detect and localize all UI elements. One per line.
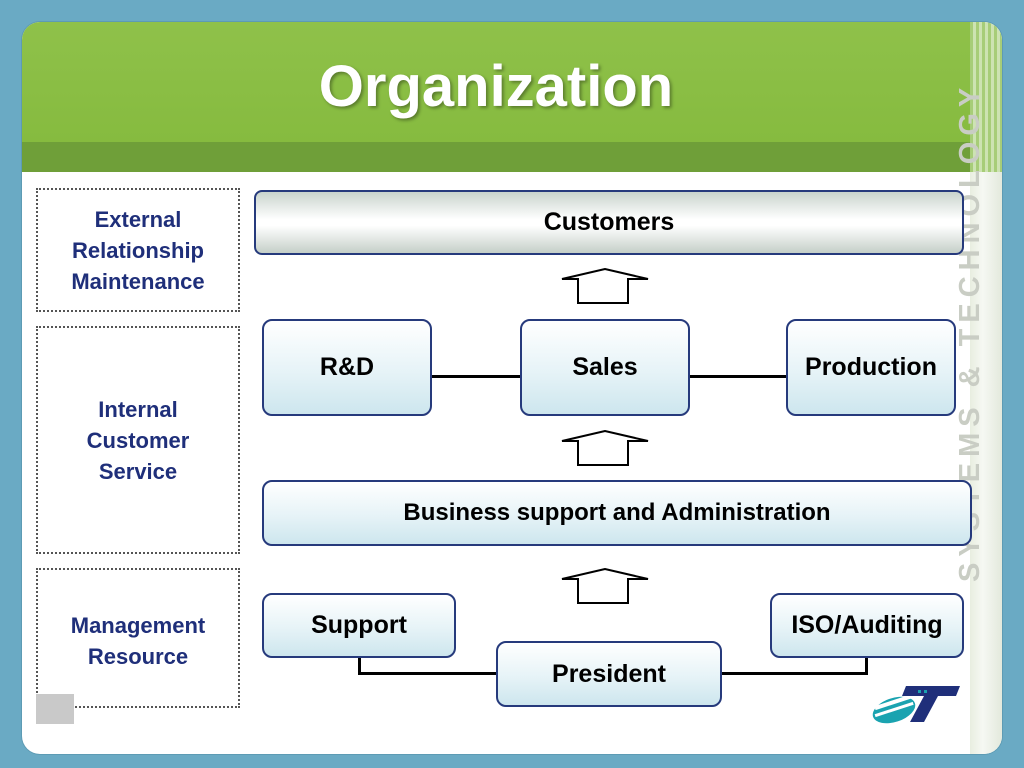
node-support: Support — [262, 593, 456, 658]
label-external-relationship: External Relationship Maintenance — [36, 188, 240, 312]
header-band — [22, 142, 970, 172]
node-sales: Sales — [520, 319, 690, 416]
node-business-support: Business support and Administration — [262, 480, 972, 546]
node-iso-auditing: ISO/Auditing — [770, 593, 964, 658]
node-customers: Customers — [254, 190, 964, 255]
node-production: Production — [786, 319, 956, 416]
connector-line — [690, 375, 788, 378]
side-strip-pattern — [970, 22, 1002, 172]
connector-line — [432, 375, 522, 378]
node-president: President — [496, 641, 722, 707]
arrow-up-icon — [561, 430, 649, 466]
label-management-resource: Management Resource — [36, 568, 240, 708]
label-line: Maintenance — [71, 268, 205, 294]
label-line: Service — [98, 458, 178, 484]
header-bar — [22, 22, 970, 142]
slide: Organization SYSTEMS & TECHNOLOGY Extern… — [22, 22, 1002, 754]
company-logo-icon — [872, 686, 960, 724]
label-line: Customer — [86, 427, 190, 453]
label-line: Internal — [98, 396, 178, 422]
connector-line — [865, 656, 868, 674]
connector-line — [358, 672, 498, 675]
label-line: External — [94, 206, 182, 232]
label-line: Resource — [87, 644, 189, 669]
connector-line — [358, 656, 361, 674]
label-line: Relationship — [71, 237, 204, 263]
slide-title: Organization — [318, 54, 674, 119]
arrow-up-icon — [561, 568, 649, 604]
label-internal-customer: Internal Customer Service — [36, 326, 240, 554]
arrow-up-icon — [561, 268, 649, 304]
grey-square — [36, 694, 74, 724]
connector-line — [722, 672, 868, 675]
label-line: Management — [70, 613, 206, 638]
node-rnd: R&D — [262, 319, 432, 416]
